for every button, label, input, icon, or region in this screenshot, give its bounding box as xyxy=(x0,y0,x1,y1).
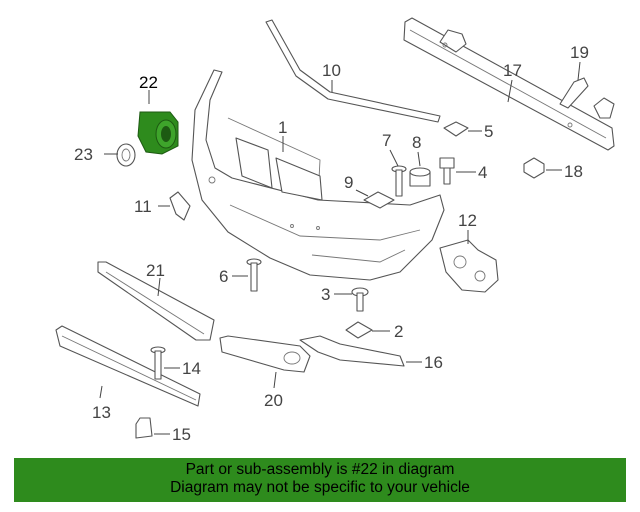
callout-17: 17 xyxy=(503,61,522,80)
parts-diagram: 22 23 11 1 10 17 19 5 4 18 7 8 9 12 6 3 … xyxy=(55,17,615,444)
part-1-bumper-cover xyxy=(191,69,445,281)
callout-19: 19 xyxy=(570,43,589,62)
part-21-grille xyxy=(97,261,215,341)
part-12-bracket xyxy=(439,239,499,293)
callout-22: 22 xyxy=(139,73,158,92)
callout-12: 12 xyxy=(458,211,477,230)
callout-5: 5 xyxy=(484,122,493,141)
callout-18: 18 xyxy=(564,162,583,181)
callout-21: 21 xyxy=(146,261,165,280)
part-16-strip xyxy=(299,335,405,367)
callout-14: 14 xyxy=(182,359,201,378)
callout-labels: 22 23 11 1 10 17 19 5 4 18 7 8 9 12 6 3 … xyxy=(74,43,589,444)
callout-1: 1 xyxy=(278,118,287,137)
callout-6: 6 xyxy=(219,267,228,286)
part-10-trim-strip xyxy=(265,19,441,123)
part-3-screw xyxy=(351,287,369,312)
part-19-bolt xyxy=(559,77,589,109)
part-22-parking-sensor xyxy=(137,111,179,155)
part-18-nut xyxy=(523,157,545,179)
callout-9: 9 xyxy=(344,173,353,192)
callout-16: 16 xyxy=(424,353,443,372)
part-6-screw xyxy=(246,258,262,292)
callout-15: 15 xyxy=(172,425,191,444)
callout-4: 4 xyxy=(478,163,487,182)
banner-line-disclaimer: Diagram may not be specific to your vehi… xyxy=(170,479,470,496)
part-20-side-trim xyxy=(219,335,311,373)
callout-3: 3 xyxy=(321,285,330,304)
info-banner: Part or sub-assembly is #22 in diagram D… xyxy=(14,458,626,502)
part-14-screw xyxy=(150,346,166,380)
part-8-grommet xyxy=(409,167,431,187)
callout-8: 8 xyxy=(412,133,421,152)
callout-7: 7 xyxy=(382,131,391,150)
callout-20: 20 xyxy=(264,391,283,410)
leader-lines xyxy=(99,61,581,435)
part-7-screw xyxy=(391,165,407,197)
callout-23: 23 xyxy=(74,145,93,164)
callout-11: 11 xyxy=(134,197,152,216)
part-17-reinforcement-bar xyxy=(403,17,615,151)
banner-line-part-number: Part or sub-assembly is #22 in diagram xyxy=(185,461,455,478)
part-5-nut xyxy=(443,121,469,137)
parts-diagram-svg: 22 23 11 1 10 17 19 5 4 18 7 8 9 12 6 3 … xyxy=(55,17,615,444)
part-4-bolt xyxy=(439,157,455,185)
callout-13: 13 xyxy=(92,403,111,422)
part-2-clip xyxy=(345,321,373,339)
part-9-emblem xyxy=(363,191,395,209)
part-15-bumper xyxy=(135,417,153,439)
part-13-lower-trim xyxy=(55,325,201,407)
part-23-ring xyxy=(116,143,136,167)
callout-10: 10 xyxy=(322,61,341,80)
callout-2: 2 xyxy=(394,322,403,341)
part-11-clip xyxy=(169,191,191,221)
